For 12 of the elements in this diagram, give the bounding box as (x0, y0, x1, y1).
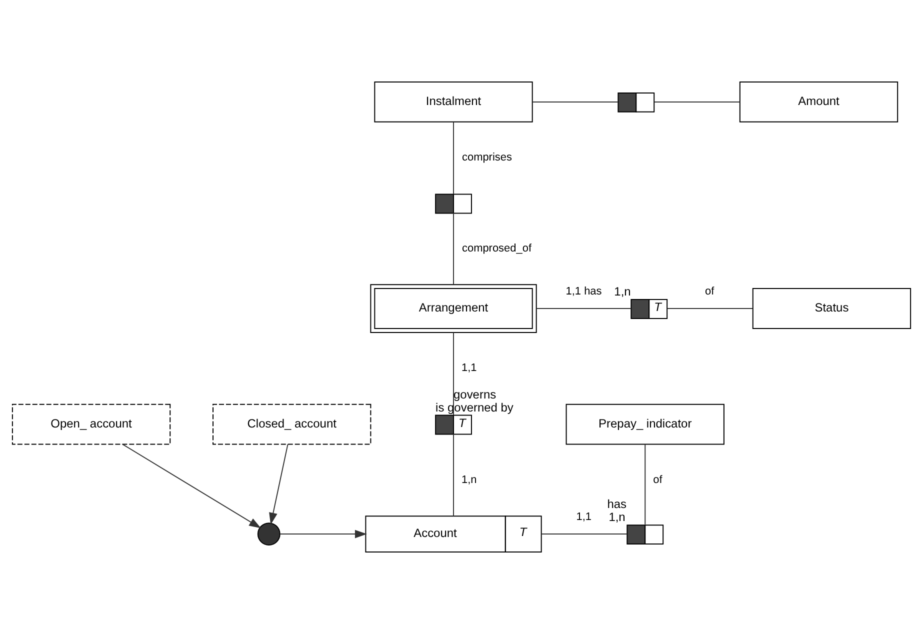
node-label: 1,n (614, 284, 631, 298)
node-label: has (607, 496, 627, 511)
edge-label: of (653, 473, 662, 486)
edge-label: comprises (462, 151, 512, 164)
edge-label: 1,n (462, 473, 477, 486)
edge-label: comprosed_of (462, 242, 532, 254)
edge-label: 1,1 (576, 510, 592, 522)
edge-label: 1,1 (462, 362, 477, 374)
node-label: 1,n (608, 510, 626, 524)
edge-label: of (704, 284, 714, 297)
edge-label: 1,1 has (566, 284, 602, 297)
node-label: governs (454, 386, 496, 401)
